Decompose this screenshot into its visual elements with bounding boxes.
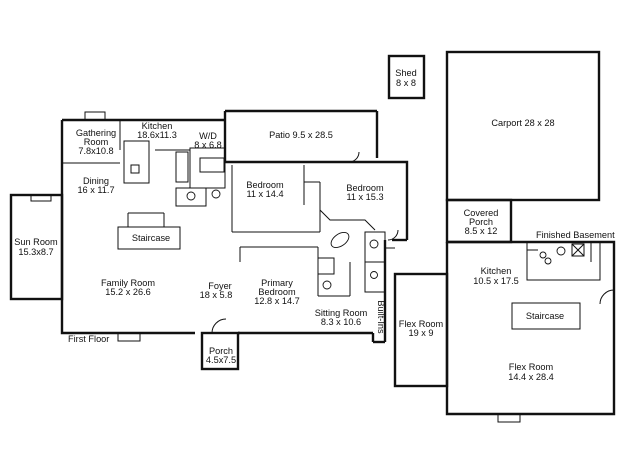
shower-icon — [571, 243, 585, 257]
kitchen-size: 18.6x11.3 — [137, 130, 177, 140]
flex-room-1-size: 19 x 9 — [408, 328, 433, 338]
patio-name: Patio 9.5 x 28.5 — [269, 130, 333, 140]
carport-name: Carport 28 x 28 — [491, 118, 554, 128]
bedroom-1-size: 11 x 14.4 — [246, 189, 283, 199]
gathering-room-name-2: Room — [84, 137, 109, 147]
basement-staircase-label: Staircase — [526, 311, 564, 321]
built-ins-label: Built-Ins — [376, 300, 386, 334]
basement-kitchen-name: Kitchen — [481, 266, 512, 276]
covered-porch-name: Covered — [464, 208, 499, 218]
finished-basement-label: Finished Basement — [536, 230, 615, 240]
toilet-icon — [186, 191, 196, 201]
flex-room-2-size: 14.4 x 28.4 — [508, 372, 553, 382]
primary-bedroom-name-2: Bedroom — [258, 287, 296, 297]
shed-room: Shed 8 x 8 — [387, 54, 426, 100]
wd-name: W/D — [199, 131, 217, 141]
foyer-size: 18 x 5.8 — [200, 290, 233, 300]
first-floor-label: First Floor — [68, 334, 109, 344]
sun-room-name: Sun Room — [14, 237, 58, 247]
fixtures — [186, 189, 585, 290]
stove-burner-icon — [544, 257, 552, 265]
foyer-name: Foyer — [208, 281, 232, 291]
gathering-room-size: 7.8x10.8 — [78, 146, 113, 156]
dining-name: Dining — [83, 176, 109, 186]
bedroom-1-name: Bedroom — [246, 180, 284, 190]
room-labels: Gathering Room 7.8x10.8 Kitchen 18.6x11.… — [14, 121, 615, 382]
staircase-label: Staircase — [132, 233, 170, 243]
covered-porch-name-2: Porch — [469, 217, 493, 227]
toilet-icon — [211, 189, 221, 199]
flex-room-2-name: Flex Room — [509, 362, 554, 372]
carport-room: Carport 28 x 28 — [445, 50, 601, 202]
primary-bedroom-name: Primary — [261, 278, 293, 288]
porch-size: 4.5x7.5 — [206, 355, 236, 365]
basement-kitchen-size: 10.5 x 17.5 — [473, 276, 518, 286]
primary-bedroom-size: 12.8 x 14.7 — [254, 296, 299, 306]
shed-name: Shed — [395, 68, 416, 78]
toilet-icon — [369, 239, 379, 249]
covered-porch-size: 8.5 x 12 — [465, 226, 498, 236]
family-room-name: Family Room — [101, 278, 155, 288]
kitchen-name: Kitchen — [142, 121, 173, 131]
gathering-room-name-1: Gathering — [76, 128, 116, 138]
sitting-room-size: 8.3 x 10.6 — [321, 317, 361, 327]
shed-size: 8 x 8 — [396, 78, 416, 88]
covered-porch-room: Covered Porch 8.5 x 12 — [445, 198, 513, 244]
family-room-size: 15.2 x 26.6 — [105, 287, 150, 297]
flex-room-1-name: Flex Room — [399, 319, 444, 329]
sitting-room-name: Sitting Room — [315, 308, 368, 318]
wd-size: 8 x 6.8 — [194, 140, 222, 150]
stove-burner-icon — [539, 251, 547, 259]
bedroom-2-name: Bedroom — [346, 183, 384, 193]
dining-size: 16 x 11.7 — [77, 185, 114, 195]
toilet-icon — [322, 280, 332, 290]
basement-walls — [393, 240, 616, 423]
first-floor-walls — [9, 109, 409, 371]
sink-icon — [370, 271, 378, 279]
toilet-icon — [556, 246, 566, 256]
bedroom-2-size: 11 x 15.3 — [346, 192, 383, 202]
porch-name: Porch — [209, 346, 233, 356]
sun-room-size: 15.3x8.7 — [18, 247, 53, 257]
